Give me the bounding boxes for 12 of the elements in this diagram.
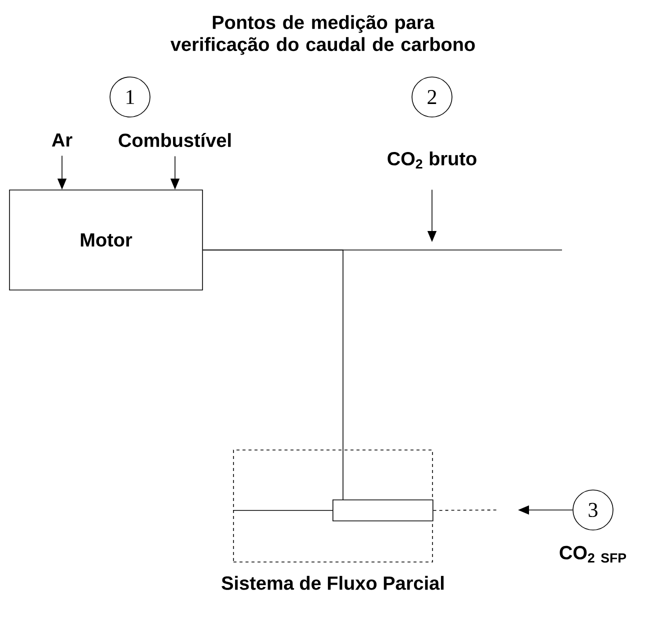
flow-label: CO$_{2}$ bruto <box>388 151 476 169</box>
sampling-tube-box <box>332 500 434 522</box>
engine-box: Motor <box>9 190 203 290</box>
node-label: Sistema de Fluxo Parcial <box>222 576 444 590</box>
flow-label: CO$_{2 SFP}$ <box>560 546 626 563</box>
pipe-line <box>202 250 344 500</box>
pipe-line <box>232 510 333 511</box>
flow-label: Ar <box>52 133 72 147</box>
dashed-system-box: Sistema de Fluxo Parcial <box>222 450 444 590</box>
title: Pontos de medição para verificação do caudal de carbono <box>170 15 475 55</box>
flow-label: Combustível <box>118 132 231 148</box>
pipe-line <box>432 510 498 511</box>
